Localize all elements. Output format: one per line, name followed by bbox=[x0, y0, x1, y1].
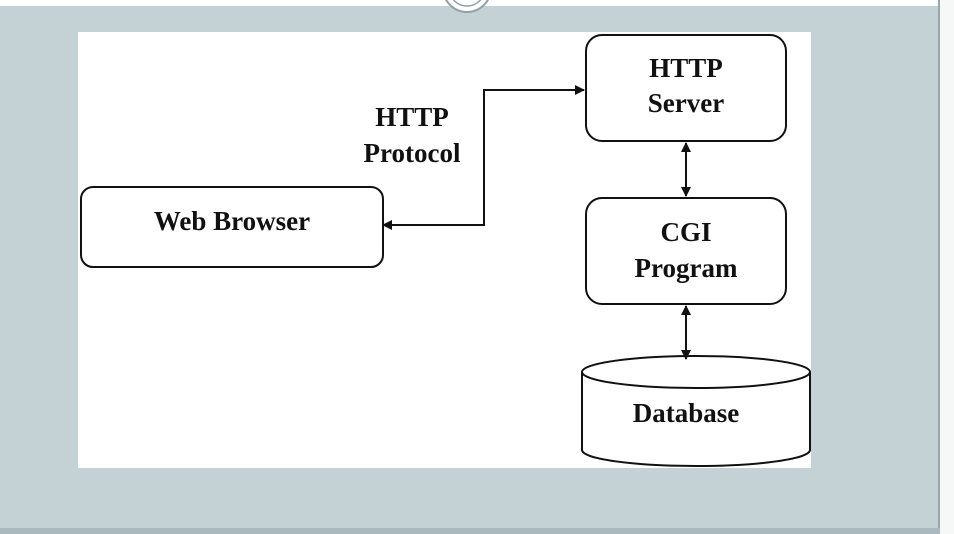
cgi-program-label-line2: Program bbox=[635, 253, 738, 283]
database-body bbox=[581, 372, 811, 467]
cgi-program-label-line1: CGI bbox=[660, 217, 711, 247]
bottom-edge-line bbox=[0, 528, 940, 534]
right-edge-strip bbox=[938, 0, 954, 534]
http-protocol-connector bbox=[382, 85, 585, 230]
http-server-node: HTTP Server bbox=[585, 34, 787, 142]
web-browser-label: Web Browser bbox=[154, 206, 310, 236]
diagram-svg: HTTP Server CGI Program Web Browser Data… bbox=[80, 34, 811, 467]
web-browser-node: Web Browser bbox=[80, 186, 384, 268]
http-server-box bbox=[585, 34, 787, 142]
database-top bbox=[581, 355, 811, 389]
cgi-program-box bbox=[585, 197, 787, 305]
http-protocol-label-line1: HTTP bbox=[375, 102, 449, 132]
http-protocol-label-line2: Protocol bbox=[364, 138, 461, 168]
http-server-label-line2: Server bbox=[648, 88, 724, 118]
database-label: Database bbox=[633, 398, 740, 428]
database-node: Database bbox=[581, 355, 811, 467]
cgi-program-node: CGI Program bbox=[585, 197, 787, 305]
diagram-canvas: HTTP Server CGI Program Web Browser Data… bbox=[78, 32, 811, 468]
http-server-label-line1: HTTP bbox=[649, 53, 723, 83]
top-circle-ornament bbox=[445, 0, 489, 13]
